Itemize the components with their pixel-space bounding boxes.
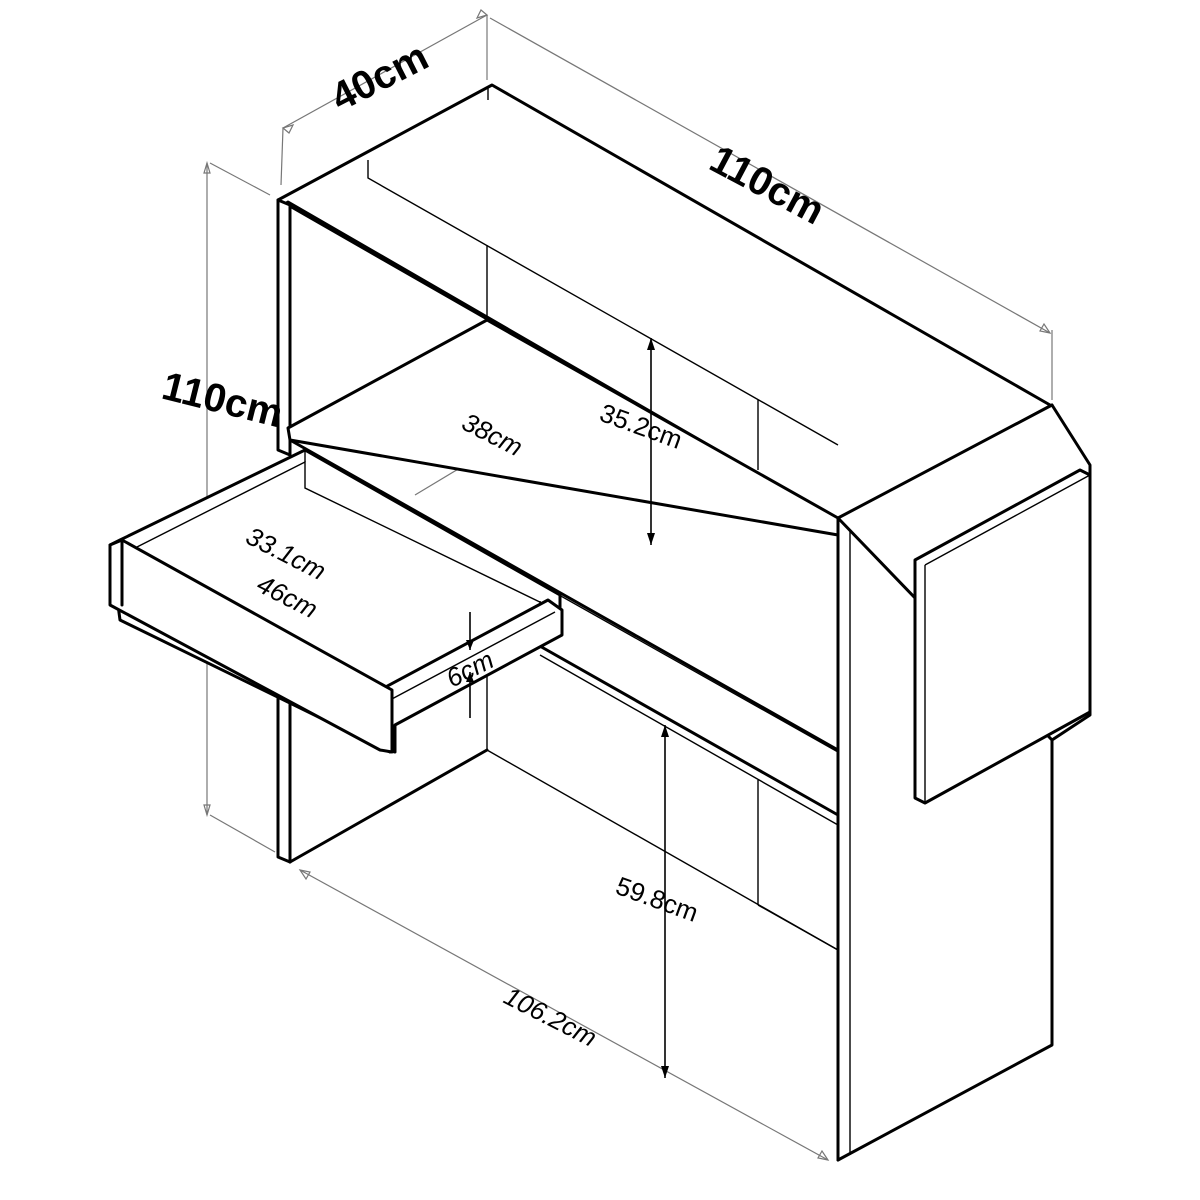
label-depth: 40cm <box>324 34 435 120</box>
label-height: 110cm <box>158 364 287 436</box>
desk-body <box>276 83 1092 1162</box>
label-inner-width: 106.2cm <box>499 981 601 1053</box>
left-side-panel <box>276 198 292 457</box>
side-door <box>913 468 1092 805</box>
left-side-panel-lower <box>276 693 292 864</box>
drawer <box>108 448 564 754</box>
label-lower-height: 59.8cm <box>612 870 702 927</box>
vertical-dimension-arrows <box>466 338 669 1078</box>
